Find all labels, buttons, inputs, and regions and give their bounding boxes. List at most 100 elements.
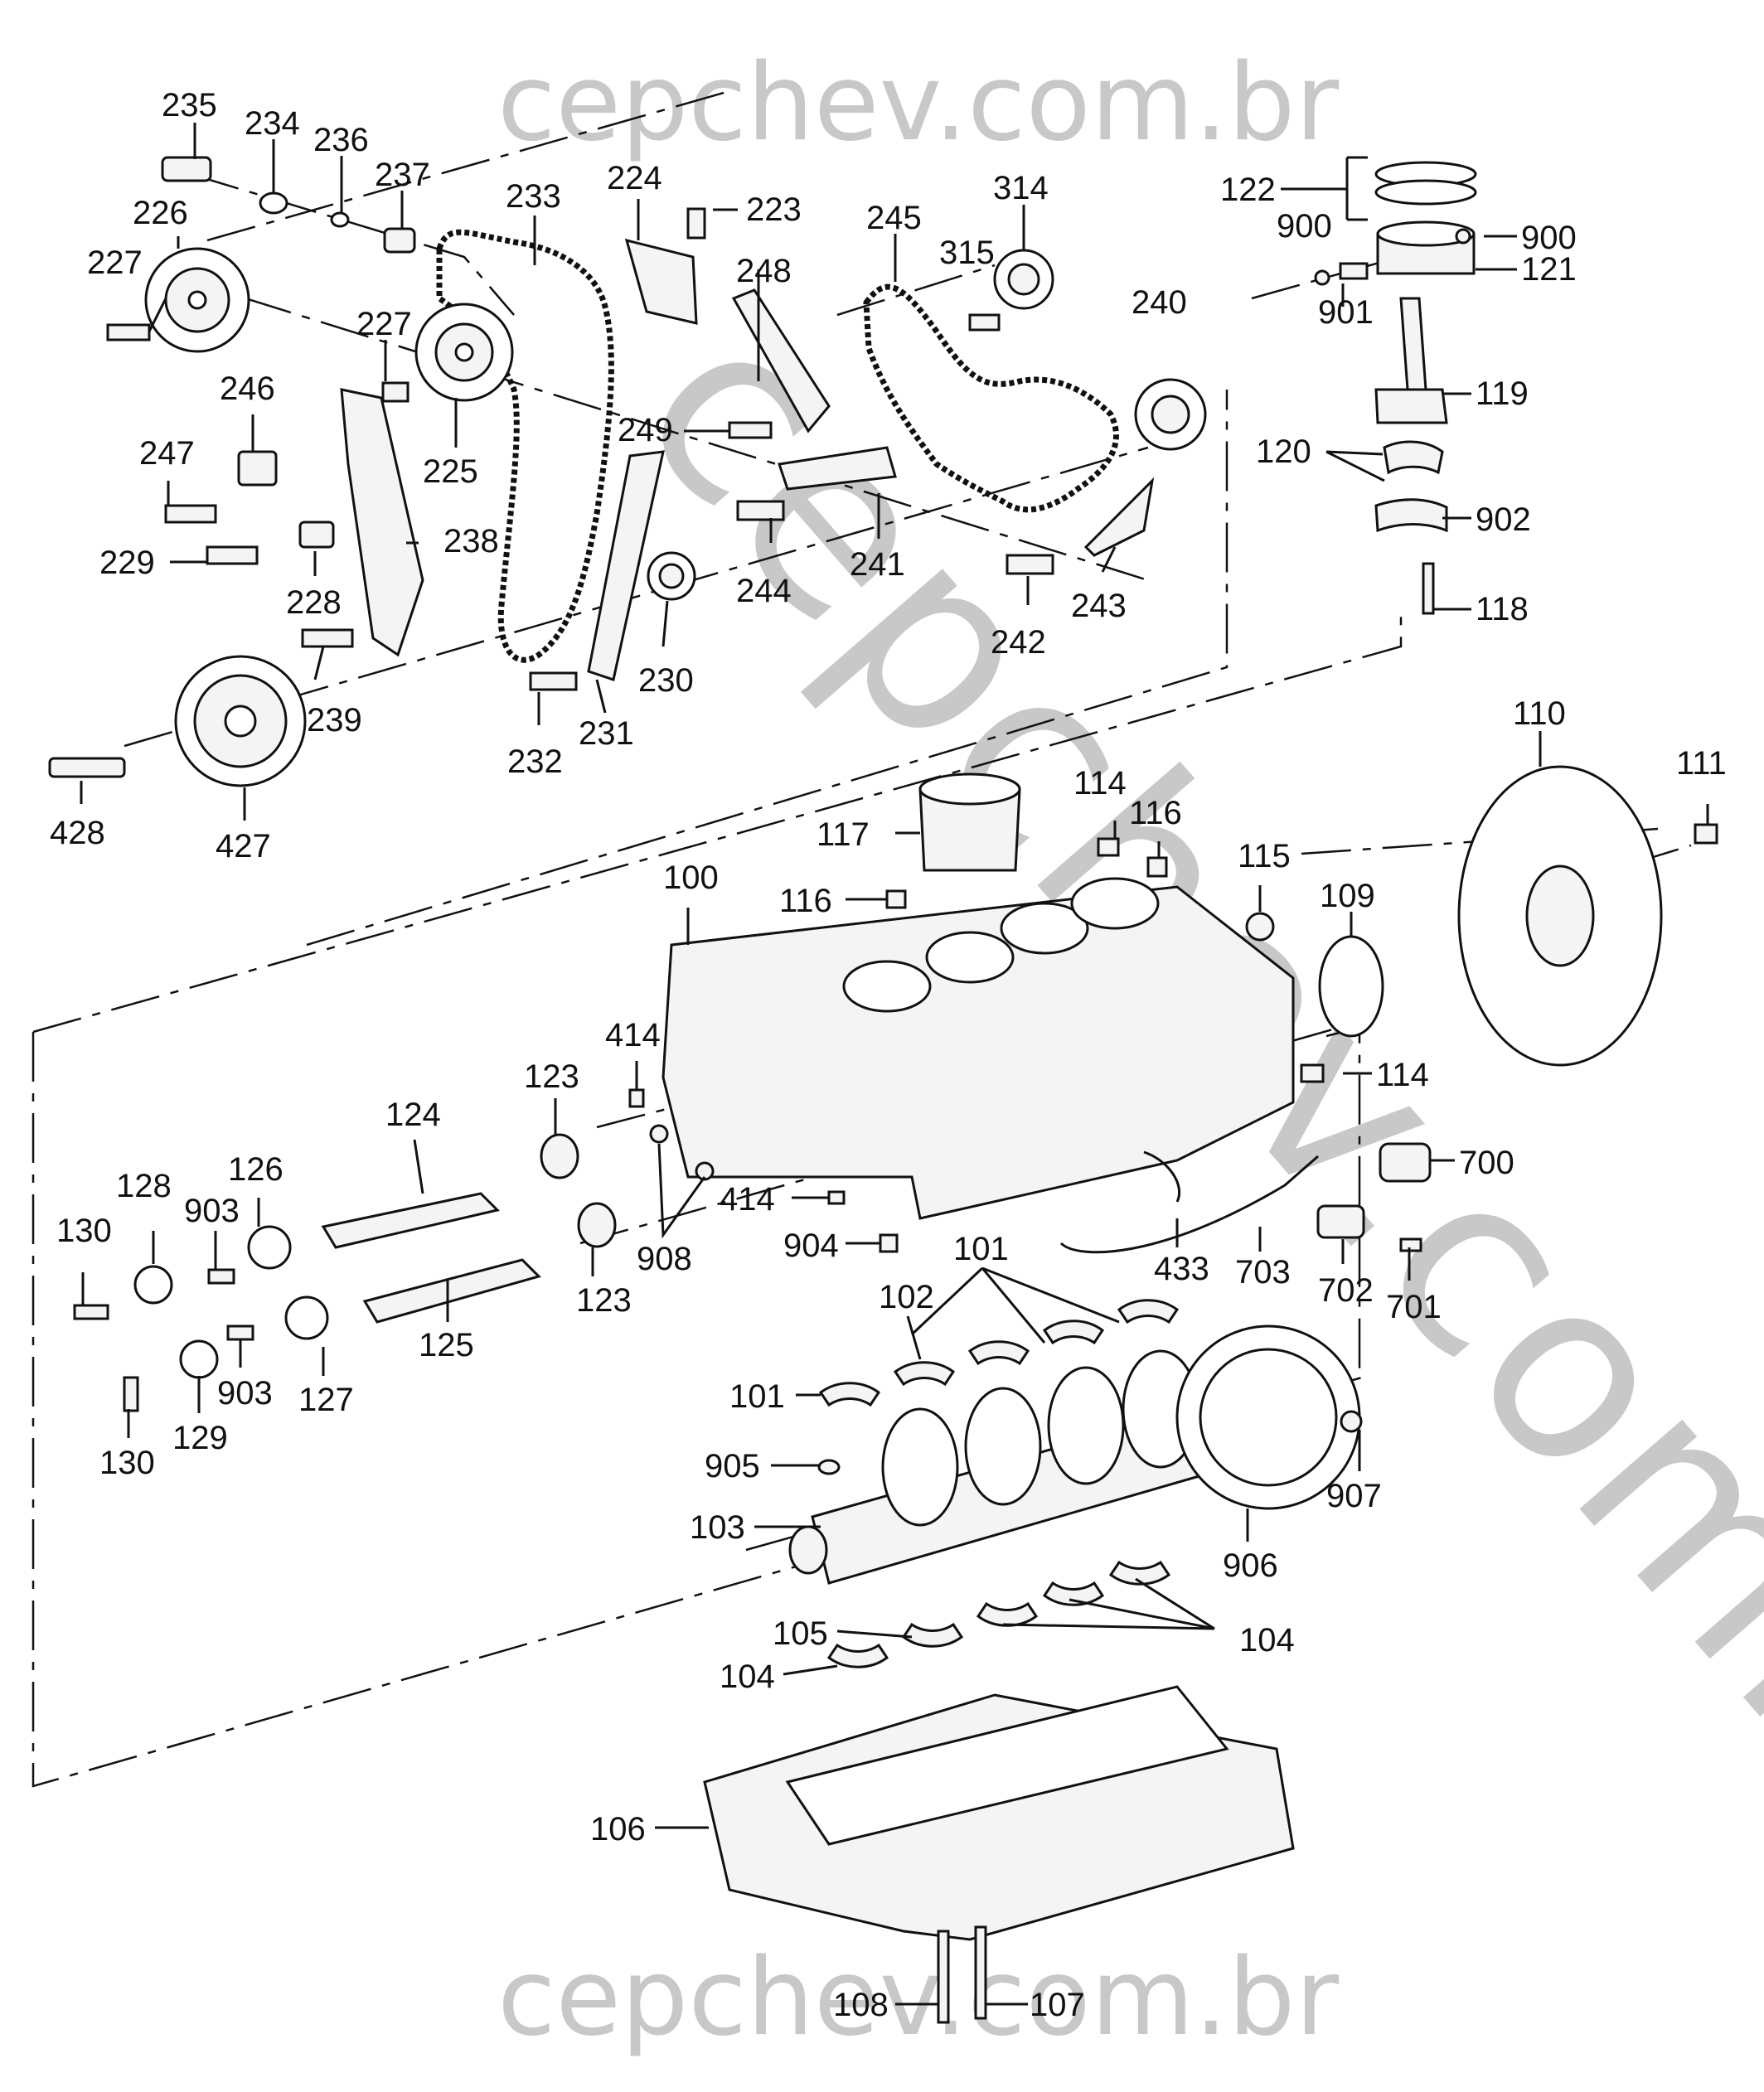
crankshaft-103 (788, 1324, 1363, 1585)
label-130-bottom: 130 (99, 1445, 155, 1481)
connecting-rod-119 (1399, 297, 1427, 391)
bolt-903-a (207, 1268, 235, 1285)
guide-241 (778, 446, 897, 491)
timing-components (144, 156, 1207, 681)
leader-lines (80, 123, 1709, 2006)
label-702: 702 (1318, 1272, 1374, 1309)
label-116-top: 116 (1129, 795, 1182, 831)
label-243: 243 (1071, 588, 1127, 624)
label-904: 904 (783, 1228, 839, 1264)
bolt-130-a (73, 1304, 109, 1320)
bearing-105 (901, 1622, 964, 1648)
bolt-315 (968, 313, 1001, 332)
dowel-116-a (1146, 856, 1168, 878)
label-900-left: 900 (1277, 208, 1332, 245)
gear-126 (247, 1225, 292, 1270)
dowels (628, 228, 1471, 1475)
label-703: 703 (1235, 1254, 1291, 1291)
bushing-123-b (577, 1202, 617, 1248)
bolt-903-b (226, 1324, 254, 1341)
shaft-125 (362, 1258, 541, 1324)
bolt-227-b (381, 381, 410, 403)
bolt-232 (529, 671, 578, 691)
label-235: 235 (162, 87, 217, 123)
bracket-224 (624, 238, 698, 325)
label-231: 231 (579, 715, 634, 752)
label-118: 118 (1476, 591, 1529, 627)
crankshaft-pulley-427 (48, 655, 307, 787)
bearing-102 (893, 1361, 956, 1387)
label-241: 241 (850, 546, 905, 583)
label-224: 224 (607, 160, 662, 196)
flexplate-110 (1245, 765, 1718, 1067)
lower-crankcase-106 (703, 1685, 1295, 2024)
label-102: 102 (879, 1279, 934, 1315)
timing-chain-233 (436, 229, 614, 663)
ring-908-b (695, 1161, 715, 1181)
dowel-116-b (885, 889, 907, 909)
label-228: 228 (286, 584, 342, 621)
plug-115 (1245, 912, 1275, 942)
seal-109 (1318, 935, 1384, 1038)
label-223: 223 (746, 191, 802, 228)
tensioner-243 (1083, 477, 1155, 557)
label-428: 428 (50, 815, 105, 851)
label-233: 233 (506, 178, 561, 215)
label-240: 240 (1132, 284, 1187, 321)
label-105: 105 (773, 1615, 828, 1652)
label-701: 701 (1386, 1289, 1442, 1325)
label-907: 907 (1326, 1478, 1382, 1514)
label-238: 238 (443, 523, 499, 559)
label-123-top: 123 (524, 1058, 579, 1095)
label-237: 237 (375, 157, 430, 193)
washer-236 (330, 211, 350, 228)
label-433: 433 (1154, 1251, 1209, 1287)
bolt-242 (1006, 554, 1054, 575)
label-906: 906 (1223, 1547, 1278, 1584)
dowel-904 (879, 1233, 899, 1253)
gear-129 (179, 1339, 219, 1379)
label-905: 905 (705, 1448, 760, 1484)
label-123-mid: 123 (576, 1282, 632, 1319)
label-414-top: 414 (605, 1017, 661, 1053)
plug-907 (1340, 1410, 1363, 1433)
sensor-702 (1316, 1204, 1365, 1239)
label-900-right: 900 (1521, 220, 1577, 256)
part-number-labels: 235 234 236 237 233 224 223 245 314 122 … (50, 87, 1727, 2023)
main-bearings (818, 1299, 1180, 1668)
timing-chain-245 (863, 283, 1119, 513)
label-108: 108 (833, 1987, 889, 2023)
balance-shafts (133, 1133, 617, 1379)
dowel-114-a (1097, 837, 1120, 857)
label-101-top: 101 (953, 1231, 1009, 1267)
label-128: 128 (116, 1168, 172, 1204)
clip-900-b (1455, 228, 1471, 245)
bolt-108 (937, 1930, 950, 2024)
bearing-101-b (967, 1340, 1030, 1366)
dowel-414-a (628, 1088, 645, 1108)
tensioner-246 (237, 450, 278, 487)
label-227-left: 227 (87, 245, 143, 281)
label-121: 121 (1521, 251, 1577, 288)
label-314: 314 (993, 170, 1049, 206)
label-127: 127 (298, 1382, 354, 1418)
label-114-right: 114 (1376, 1057, 1429, 1093)
label-700: 700 (1459, 1145, 1514, 1181)
label-230: 230 (638, 662, 694, 699)
fasteners (73, 207, 1422, 1412)
bolt-247 (164, 504, 217, 524)
label-110: 110 (1513, 695, 1566, 732)
label-125: 125 (419, 1327, 474, 1363)
label-227-mid: 227 (356, 306, 412, 342)
label-903-mid: 903 (217, 1375, 273, 1412)
label-119: 119 (1476, 375, 1529, 412)
label-124: 124 (385, 1097, 441, 1133)
label-122: 122 (1220, 172, 1276, 208)
gear-128 (133, 1265, 173, 1305)
dowel-114-b (1300, 1063, 1325, 1083)
bolt-229 (206, 545, 259, 565)
label-116-mid: 116 (779, 883, 832, 919)
bolt-244 (736, 500, 785, 521)
label-100: 100 (663, 860, 719, 896)
